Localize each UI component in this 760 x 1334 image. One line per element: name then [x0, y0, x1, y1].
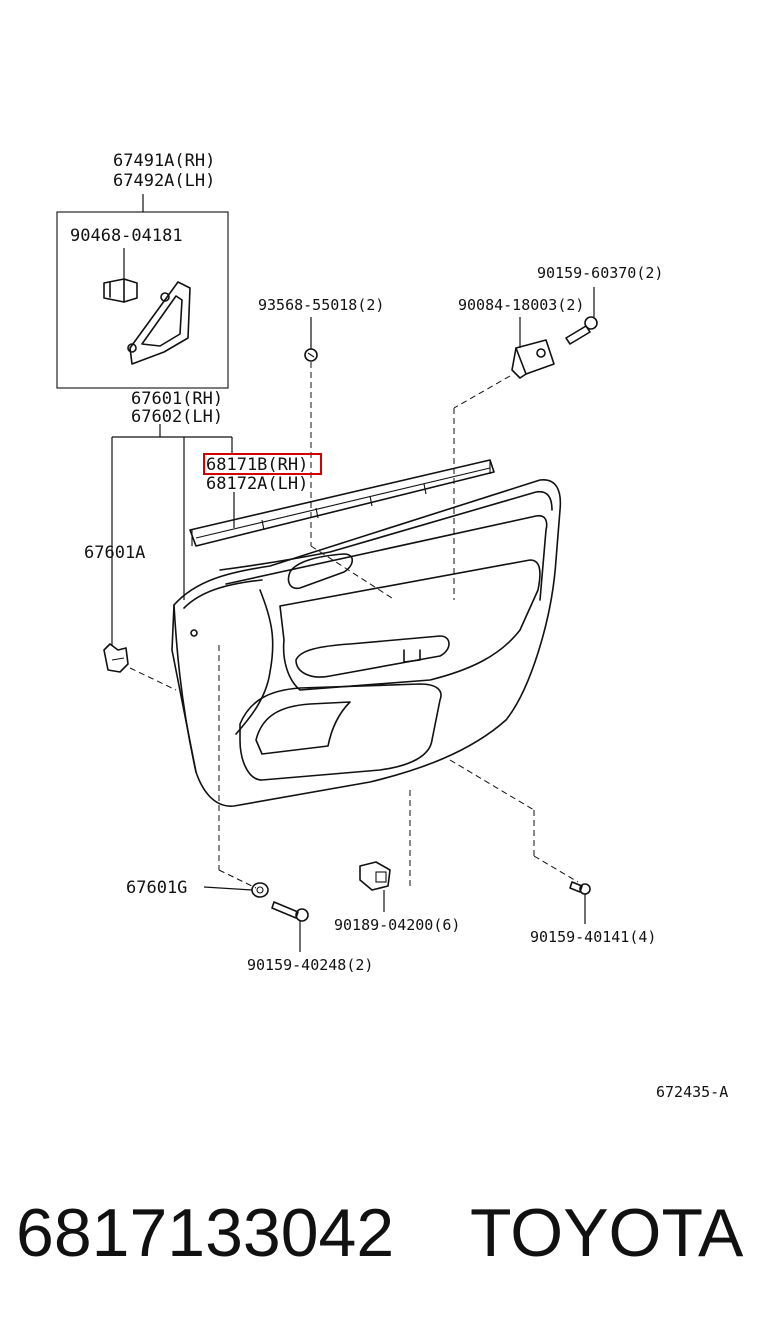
garnish-icon — [127, 281, 191, 365]
label-93568: 93568-55018(2) — [258, 296, 384, 314]
label-90468: 90468-04181 — [70, 226, 183, 246]
label-90189: 90189-04200(6) — [334, 916, 460, 934]
clip-90189-icon — [359, 861, 391, 912]
label-90159-60370: 90159-60370(2) — [537, 264, 663, 282]
label-90084: 90084-18003(2) — [458, 296, 584, 314]
screw-90159-40141-icon — [569, 881, 591, 924]
washer-67601g-icon — [203, 882, 269, 898]
highlight-box — [203, 453, 322, 475]
label-67601g: 67601G — [126, 878, 187, 898]
label-67492a: 67492A(LH) — [113, 171, 215, 191]
label-67602: 67602(LH) — [131, 407, 223, 427]
label-68171b: 68171B(RH) — [206, 455, 308, 475]
lower-fastener-dashes — [218, 645, 579, 890]
mirror-garnish-inset — [56, 194, 229, 389]
screw-90159-60370-icon — [565, 287, 598, 345]
label-68172a: 68172A(LH) — [206, 474, 308, 494]
label-90159-40141: 90159-40141(4) — [530, 928, 656, 946]
bracket-90084-icon — [453, 317, 555, 600]
screw-90159-40248-icon — [271, 901, 309, 952]
drawing-reference: 672435-A — [656, 1083, 728, 1101]
label-67491a: 67491A(RH) — [113, 151, 215, 171]
label-90159-40248: 90159-40248(2) — [247, 956, 373, 974]
footer-part-number: 6817133042 — [16, 1195, 394, 1271]
footer-brand: TOYOTA — [470, 1195, 744, 1271]
door-trim-panel — [171, 479, 562, 807]
label-67601: 67601(RH) — [131, 389, 223, 409]
weatherstrip-icon — [189, 459, 495, 547]
trim-board-leaders — [111, 424, 235, 645]
label-67601a: 67601A — [84, 543, 145, 563]
clip-90468-icon — [103, 248, 138, 303]
clip-67601a-icon — [103, 643, 177, 691]
